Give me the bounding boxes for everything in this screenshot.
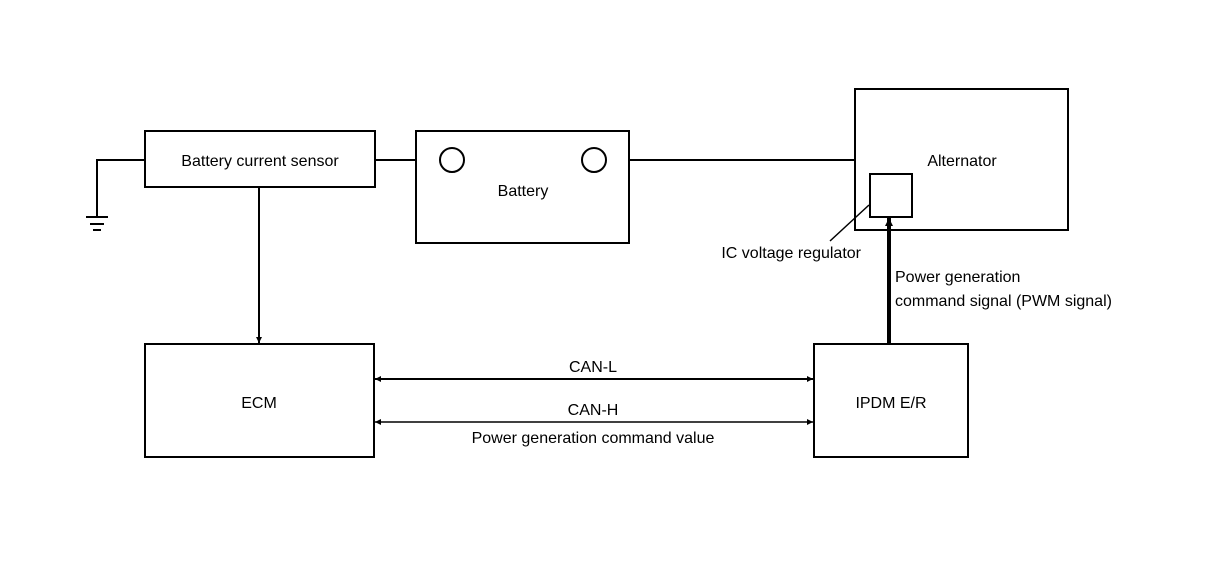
regulator-leader-line <box>829 204 870 242</box>
battery-terminal-positive <box>581 147 607 173</box>
battery-label: Battery <box>498 183 549 200</box>
can-h-label: CAN-H <box>568 402 619 419</box>
battery-block: Battery <box>415 130 630 244</box>
battery-current-sensor-label: Battery current sensor <box>181 153 339 170</box>
can-l-label: CAN-L <box>569 359 617 376</box>
pwm-signal-label-line2: command signal (PWM signal) <box>895 293 1112 310</box>
ground-icon <box>86 159 145 231</box>
ecm-block: ECM <box>144 343 375 458</box>
ipdm-label: IPDM E/R <box>855 395 926 412</box>
pwm-signal-label-line1: Power generation <box>895 269 1020 286</box>
ipdm-block: IPDM E/R <box>813 343 969 458</box>
battery-terminal-negative <box>439 147 465 173</box>
battery-current-sensor-block: Battery current sensor <box>144 130 376 188</box>
command-value-label: Power generation command value <box>472 430 715 447</box>
ic-voltage-regulator-label: IC voltage regulator <box>721 245 861 262</box>
alternator-block: Alternator <box>829 88 1069 242</box>
ecm-label: ECM <box>241 395 277 412</box>
alternator-label: Alternator <box>927 153 997 170</box>
ic-voltage-regulator-block <box>869 173 913 218</box>
